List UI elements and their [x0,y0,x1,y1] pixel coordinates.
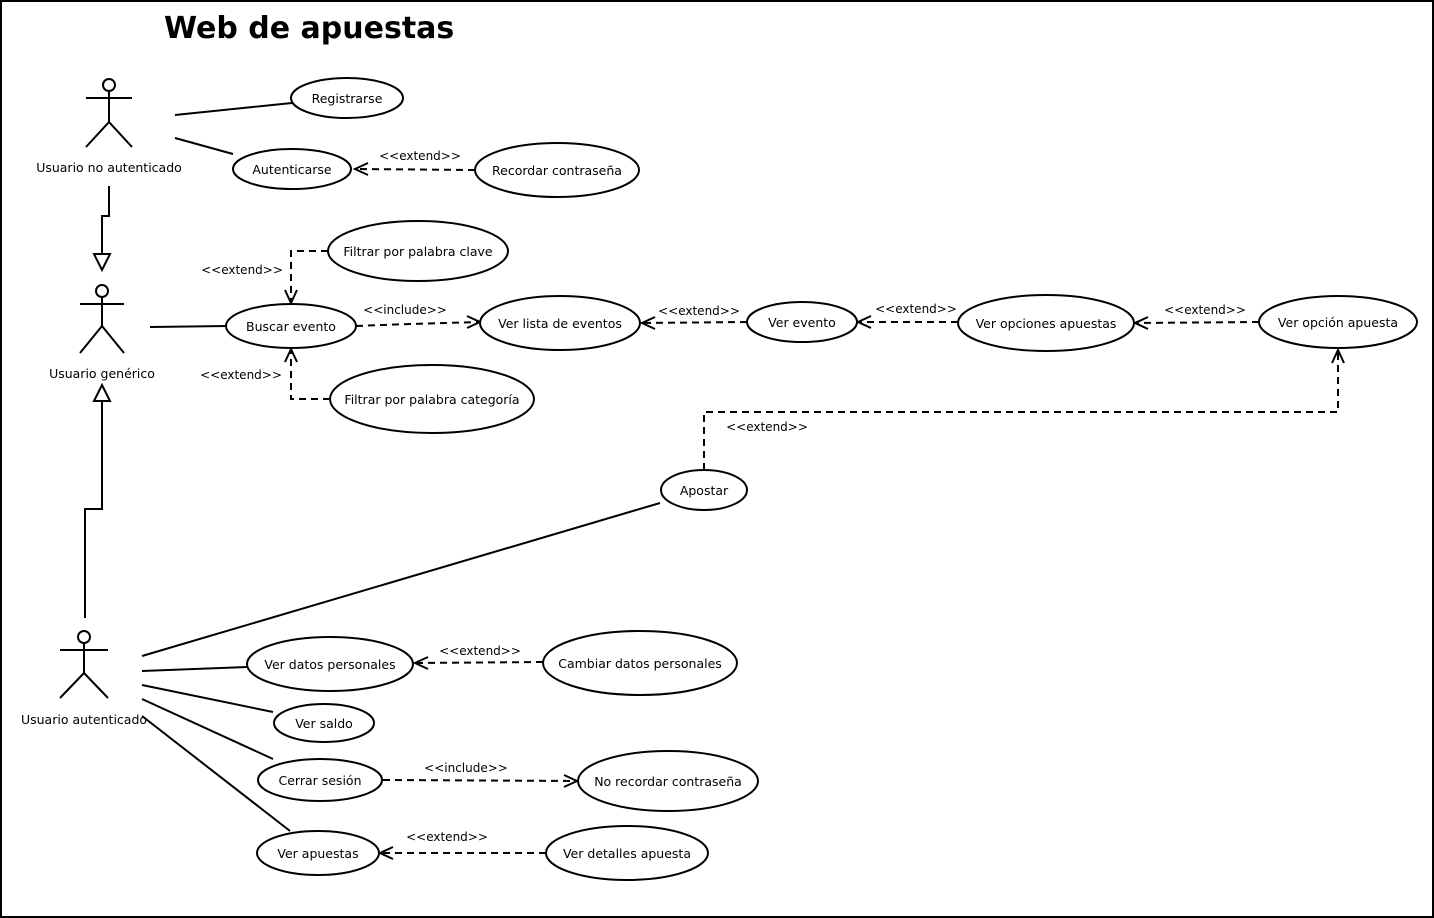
extend-label: <<extend>> [439,644,521,658]
use-case-no-recordar-contrasena: No recordar contraseña [577,750,759,812]
actor-label-no-autenticado: Usuario no autenticado [36,160,182,175]
use-case-label: No recordar contraseña [594,774,742,789]
use-case-label: Cambiar datos personales [558,656,722,671]
use-case-label: Registrarse [312,91,383,106]
use-case-label: Ver evento [768,315,836,330]
use-case-ver-opcion-apuesta: Ver opción apuesta [1258,295,1418,349]
actor-label-generico: Usuario genérico [49,366,155,381]
use-case-buscar-evento: Buscar evento [225,303,357,349]
generalization-no-autenticado-to-generico [92,186,112,273]
use-case-label: Autenticarse [252,162,332,177]
use-case-label: Ver apuestas [277,846,358,861]
extend-label: <<extend>> [875,302,957,316]
use-case-ver-evento: Ver evento [746,301,858,343]
use-case-label: Ver saldo [295,716,353,731]
extend-label: <<extend>> [200,368,282,382]
actor-usuario-generico: Usuario genérico [49,284,155,381]
use-case-ver-apuestas: Ver apuestas [256,830,380,876]
use-case-apostar: Apostar [660,469,748,511]
use-case-cerrar-sesion: Cerrar sesión [257,758,383,802]
extend-label: <<extend>> [726,420,808,434]
use-case-label: Recordar contraseña [492,163,622,178]
use-case-ver-detalles-apuesta: Ver detalles apuesta [545,825,709,881]
use-case-ver-opciones-apuestas: Ver opciones apuestas [957,294,1135,352]
use-case-label: Ver datos personales [264,657,395,672]
diagram-title: Web de apuestas [164,11,454,46]
use-case-label: Ver detalles apuesta [563,846,691,861]
include-label: <<include>> [363,303,447,317]
use-case-recordar-contrasena: Recordar contraseña [474,142,640,198]
actor-usuario-autenticado: Usuario autenticado [21,630,147,727]
assoc-autenticado-cerrar-sesion [141,698,274,760]
actor-label-autenticado: Usuario autenticado [21,712,147,727]
use-case-ver-datos-personales: Ver datos personales [246,636,414,692]
extend-ver-evento-to-lista: <<extend>> [639,304,748,330]
extend-cambiar-to-ver-datos: <<extend>> [412,644,544,670]
use-case-label: Apostar [680,483,729,498]
use-case-cambiar-datos-personales: Cambiar datos personales [542,630,738,696]
use-case-label: Cerrar sesión [278,773,361,788]
assoc-generico-buscar-evento [149,325,228,328]
extend-label: <<extend>> [201,263,283,277]
use-case-label: Filtrar por palabra categoría [344,392,519,407]
use-case-registrarse: Registrarse [290,77,404,119]
extend-label: <<extend>> [658,304,740,318]
assoc-autenticado-ver-saldo [141,684,274,713]
use-case-autenticarse: Autenticarse [232,148,352,190]
assoc-autenticado-ver-apuestas [141,715,291,832]
use-case-filtrar-clave: Filtrar por palabra clave [327,220,509,282]
use-case-ver-saldo: Ver saldo [273,703,375,743]
actor-usuario-no-autenticado: Usuario no autenticado [36,78,182,175]
assoc-no-autenticado-registrarse [174,102,293,116]
include-label: <<include>> [424,761,508,775]
use-case-label: Ver opción apuesta [1278,315,1398,330]
extend-label: <<extend>> [379,149,461,163]
use-case-filtrar-categoria: Filtrar por palabra categoría [329,364,535,434]
use-case-ver-lista-eventos: Ver lista de eventos [479,295,641,351]
assoc-autenticado-ver-datos [141,666,248,672]
extend-recordar-to-autenticarse: <<extend>> [352,149,476,176]
use-case-label: Ver opciones apuestas [976,316,1117,331]
extend-label: <<extend>> [1164,303,1246,317]
assoc-autenticado-apostar [141,502,661,657]
include-buscar-to-lista: <<include>> [355,303,483,329]
extend-label: <<extend>> [406,830,488,844]
generalization-autenticado-to-generico [84,382,112,618]
use-case-label: Buscar evento [246,319,336,334]
use-case-label: Ver lista de eventos [498,316,622,331]
assoc-no-autenticado-autenticarse [174,137,234,155]
extend-apostar-to-opcion: <<extend>> [703,347,1345,470]
use-case-label: Filtrar por palabra clave [343,244,493,259]
